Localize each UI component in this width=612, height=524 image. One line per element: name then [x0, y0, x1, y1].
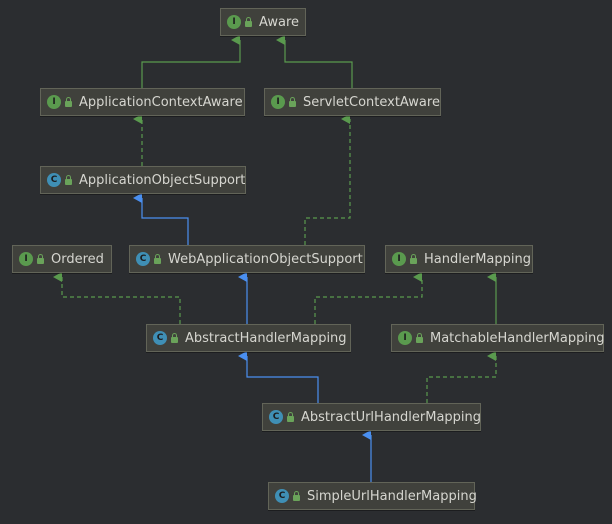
- node-handler-mapping[interactable]: I HandlerMapping: [385, 245, 533, 273]
- edge-abstracturlhandlermapping-abstracthandlermapping: [238, 351, 319, 403]
- interface-icon: I: [47, 95, 61, 109]
- class-icon: C: [153, 331, 167, 345]
- edge-abstracthandlermapping-ordered: [53, 272, 181, 324]
- node-application-context-aware[interactable]: I ApplicationContextAware: [40, 88, 245, 116]
- node-matchable-handler-mapping[interactable]: I MatchableHandlerMapping: [391, 324, 604, 352]
- lock-icon: [287, 412, 294, 422]
- node-abstract-handler-mapping[interactable]: C AbstractHandlerMapping: [146, 324, 351, 352]
- node-label: Ordered: [51, 251, 104, 267]
- node-label: AbstractUrlHandlerMapping: [301, 409, 482, 425]
- interface-icon: I: [227, 15, 241, 29]
- lock-icon: [416, 333, 423, 343]
- edge-abstracturlhandlermapping-matchablehandlermapping: [426, 351, 497, 403]
- lock-icon: [293, 491, 300, 501]
- node-label: HandlerMapping: [424, 251, 531, 267]
- lock-icon: [410, 254, 417, 264]
- class-icon: C: [269, 410, 283, 424]
- interface-icon: I: [392, 252, 406, 266]
- edge-webappobjectsupport-appobjectsupport: [133, 193, 189, 245]
- node-ordered[interactable]: I Ordered: [12, 245, 112, 273]
- interface-icon: I: [19, 252, 33, 266]
- lock-icon: [154, 254, 161, 264]
- node-abstract-url-handler-mapping[interactable]: C AbstractUrlHandlerMapping: [262, 403, 481, 431]
- node-label: ServletContextAware: [303, 94, 440, 110]
- node-label: WebApplicationObjectSupport: [168, 251, 363, 267]
- edge-webappobjectsupport-servletcontextaware: [304, 114, 351, 245]
- edge-abstracthandlermapping-handlermapping: [314, 272, 423, 324]
- node-label: ApplicationContextAware: [79, 94, 243, 110]
- edge-servletcontextaware-aware: [276, 35, 353, 88]
- node-aware[interactable]: I Aware: [220, 8, 306, 36]
- lock-icon: [65, 97, 72, 107]
- class-icon: C: [275, 489, 289, 503]
- lock-icon: [171, 333, 178, 343]
- edge-appcontextaware-aware: [141, 35, 241, 88]
- lock-icon: [37, 254, 44, 264]
- lock-icon: [289, 97, 296, 107]
- lock-icon: [245, 17, 252, 27]
- class-icon: C: [47, 173, 61, 187]
- node-label: Aware: [259, 14, 300, 30]
- node-application-object-support[interactable]: C ApplicationObjectSupport: [40, 166, 246, 194]
- node-servlet-context-aware[interactable]: I ServletContextAware: [264, 88, 441, 116]
- node-web-application-object-support[interactable]: C WebApplicationObjectSupport: [129, 245, 365, 273]
- node-label: ApplicationObjectSupport: [79, 172, 246, 188]
- node-label: AbstractHandlerMapping: [185, 330, 347, 346]
- class-icon: C: [136, 252, 150, 266]
- node-simple-url-handler-mapping[interactable]: C SimpleUrlHandlerMapping: [268, 482, 477, 510]
- lock-icon: [65, 175, 72, 185]
- interface-icon: I: [271, 95, 285, 109]
- interface-icon: I: [398, 331, 412, 345]
- node-label: MatchableHandlerMapping: [430, 330, 605, 346]
- node-label: SimpleUrlHandlerMapping: [307, 488, 477, 504]
